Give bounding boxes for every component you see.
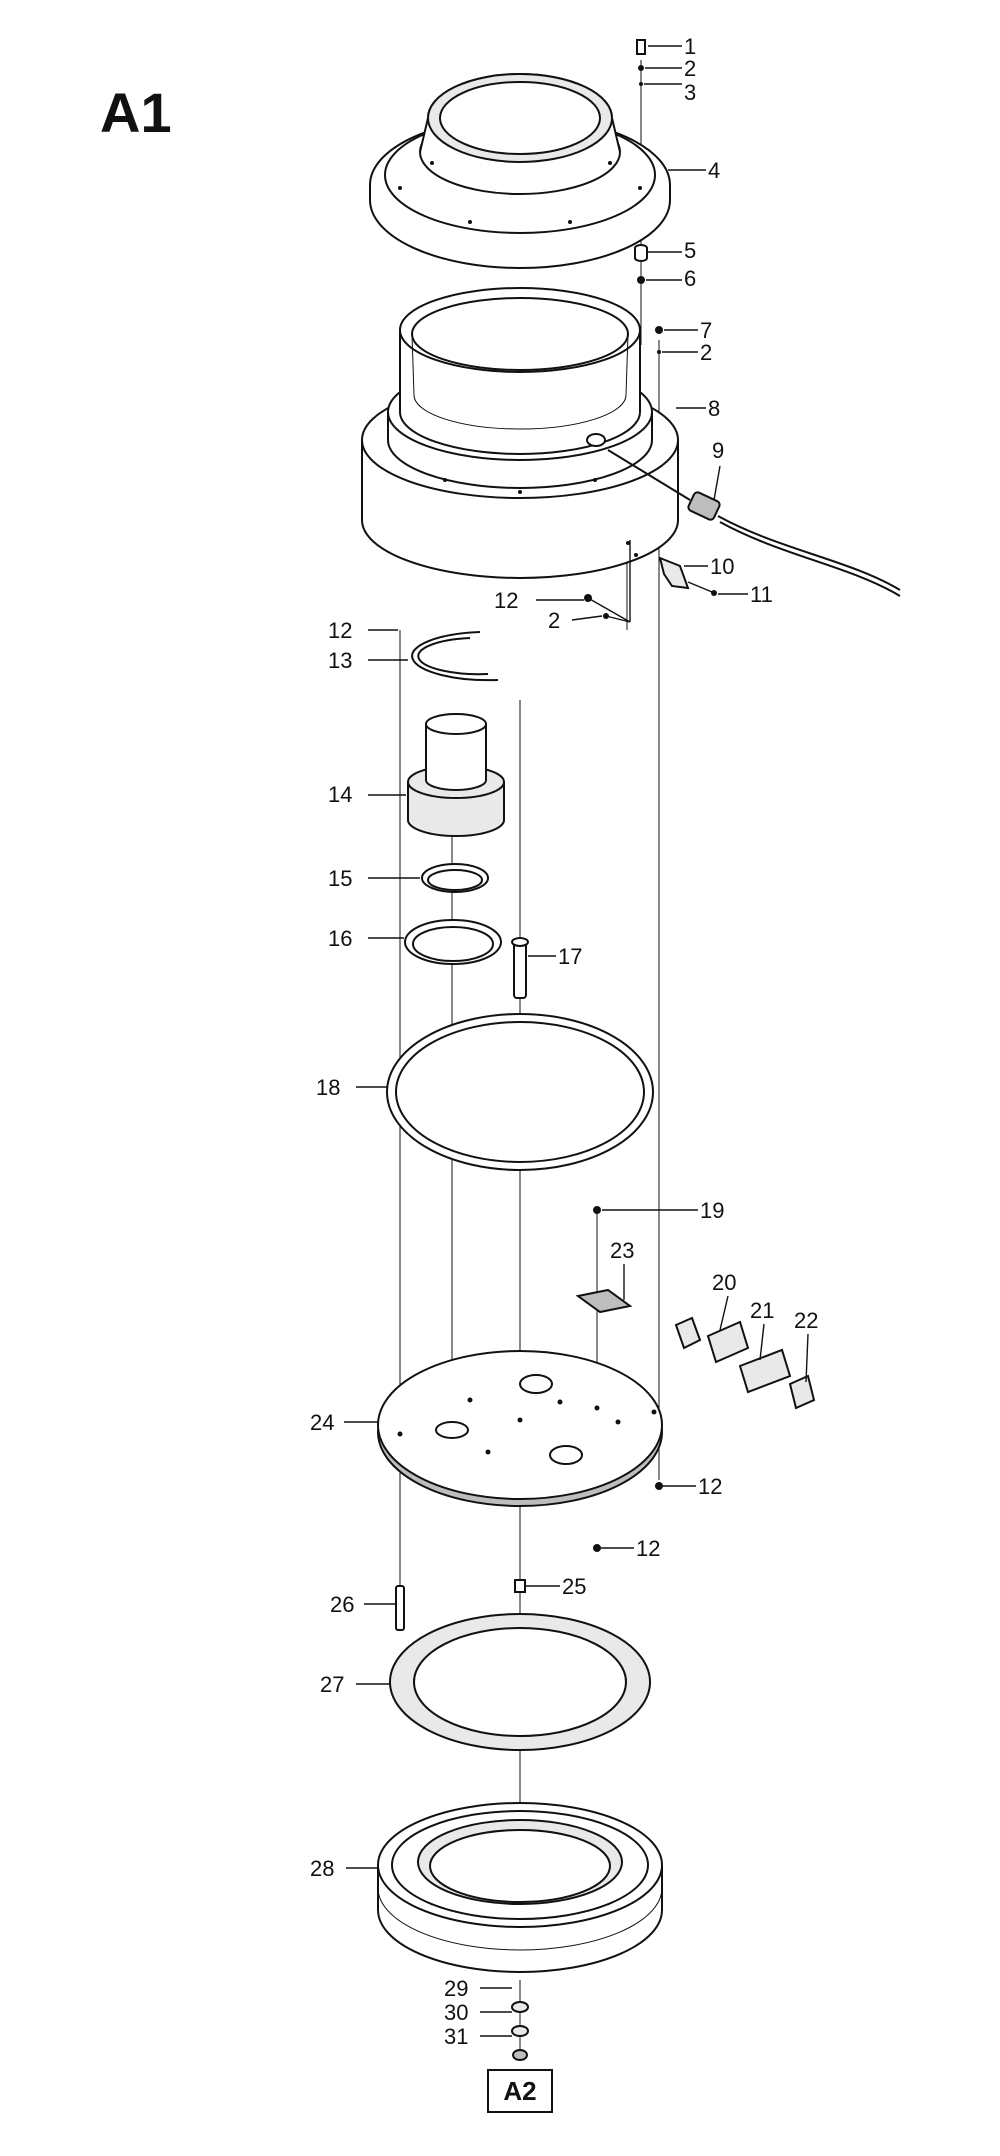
part-4-dome-cover xyxy=(369,73,671,269)
part-1-screw xyxy=(636,39,646,55)
parts-19-23-assembly xyxy=(575,1206,816,1410)
callout-13: 13 xyxy=(328,648,352,673)
part-10-clip xyxy=(658,556,690,590)
diagram-title: A1 xyxy=(100,81,172,144)
part-8-housing xyxy=(361,287,679,579)
hardware-below-plate xyxy=(395,1482,663,1631)
callout-25: 25 xyxy=(562,1574,586,1599)
callout-29: 29 xyxy=(444,1976,468,2001)
part-17-pin xyxy=(511,937,529,999)
callout-leaders xyxy=(344,45,809,2037)
callout-12b: 12 xyxy=(328,618,352,643)
callout-11: 11 xyxy=(750,582,773,607)
part-19-screw xyxy=(593,1206,601,1214)
callout-12a: 12 xyxy=(494,588,518,613)
part-27-gasket xyxy=(389,1613,651,1751)
callout-18: 18 xyxy=(316,1075,340,1100)
part-7-screw xyxy=(655,326,663,334)
callout-2c: 2 xyxy=(548,608,560,633)
part-28-base xyxy=(377,1802,663,1973)
callout-2: 2 xyxy=(684,56,696,81)
part-20-block xyxy=(674,1316,702,1350)
callout-27: 27 xyxy=(320,1672,344,1697)
part-13-snap-ring xyxy=(411,631,499,682)
part-6-nut xyxy=(637,276,645,284)
part-2-washer xyxy=(638,65,644,71)
callout-9: 9 xyxy=(712,438,724,463)
callout-7: 7 xyxy=(700,318,712,343)
callout-28: 28 xyxy=(310,1856,334,1881)
callout-15: 15 xyxy=(328,866,352,891)
callout-16: 16 xyxy=(328,926,352,951)
callout-4: 4 xyxy=(708,158,720,183)
part-23-bracket xyxy=(575,1288,633,1314)
part-24-plate xyxy=(377,1350,663,1507)
callout-30: 30 xyxy=(444,2000,468,2025)
callout-1: 1 xyxy=(684,34,696,59)
callout-26: 26 xyxy=(330,1592,354,1617)
part-14-cylinder xyxy=(407,713,505,837)
part-25-nut xyxy=(514,1579,526,1593)
callout-12c: 12 xyxy=(698,1474,722,1499)
callout-19: 19 xyxy=(700,1198,724,1223)
callout-23: 23 xyxy=(610,1238,634,1263)
callout-24: 24 xyxy=(310,1410,334,1435)
part-26-bolt xyxy=(395,1585,405,1631)
callout-12d: 12 xyxy=(636,1536,660,1561)
callout-14: 14 xyxy=(328,782,352,807)
callout-17: 17 xyxy=(558,944,582,969)
callout-2b: 2 xyxy=(700,340,712,365)
part-18-o-ring xyxy=(386,1013,654,1171)
reference-label[interactable]: A2 xyxy=(503,2076,536,2106)
parts-29-31-washers xyxy=(511,2001,529,2061)
callout-20: 20 xyxy=(712,1270,736,1295)
callout-10: 10 xyxy=(710,554,734,579)
callout-31: 31 xyxy=(444,2024,468,2049)
parts-15-16-rings xyxy=(404,863,502,965)
part-20-connector xyxy=(706,1320,750,1364)
callout-21: 21 xyxy=(750,1298,774,1323)
callout-labels: 1 2 3 4 5 6 7 2 8 9 10 11 12 2 12 13 14 … xyxy=(310,34,818,2049)
part-3-washer xyxy=(639,82,643,86)
reference-box[interactable]: A2 xyxy=(487,2069,553,2113)
callout-3: 3 xyxy=(684,80,696,105)
part-21-connector xyxy=(738,1348,792,1394)
callout-8: 8 xyxy=(708,396,720,421)
callout-5: 5 xyxy=(684,238,696,263)
part-11-screw xyxy=(687,581,713,593)
callout-6: 6 xyxy=(684,266,696,291)
callout-22: 22 xyxy=(794,1308,818,1333)
part-9-cable xyxy=(607,449,901,597)
part-22-block xyxy=(788,1374,816,1410)
